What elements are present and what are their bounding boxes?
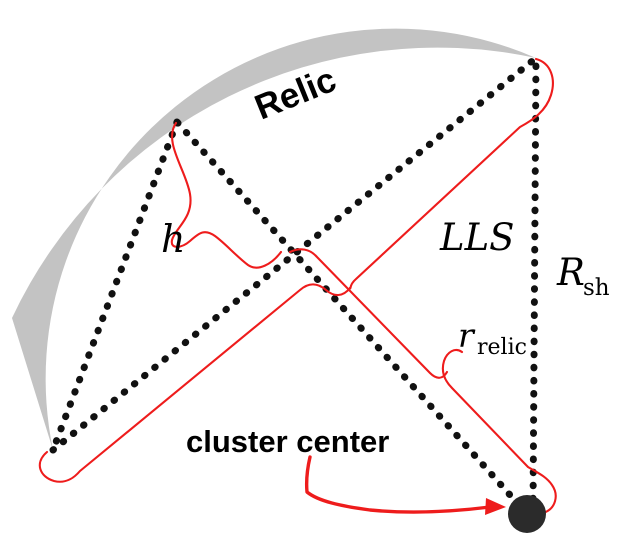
cluster-center-label: cluster center [186,424,389,459]
cluster-center-pointer [304,455,492,514]
r-relic-label: r relic [458,316,527,360]
r-sh-radial-dotted-line [529,54,540,516]
r-relic-measure-brace-upper [288,248,449,379]
lls-label: LLS [439,216,515,259]
r-relic-radial-dotted-line [173,118,531,518]
lls-span-dotted-line [49,54,540,454]
r-relic-measure-brace [441,348,557,515]
h-label: h [161,217,185,261]
lls-chord-dotted-line [49,118,181,454]
r-sh-label: R sh [556,251,610,301]
lls-measure-brace-upper [348,57,554,290]
cluster-center-dot [508,495,546,533]
r-sh-label-main: R [556,251,585,294]
r-sh-label-subscript: sh [583,275,610,301]
r-relic-label-subscript: relic [477,335,527,360]
lls-measure-brace [38,283,352,483]
h-measure-brace [170,121,283,269]
cluster-center-arrowhead [485,498,506,515]
r-relic-label-main: r [458,316,476,355]
